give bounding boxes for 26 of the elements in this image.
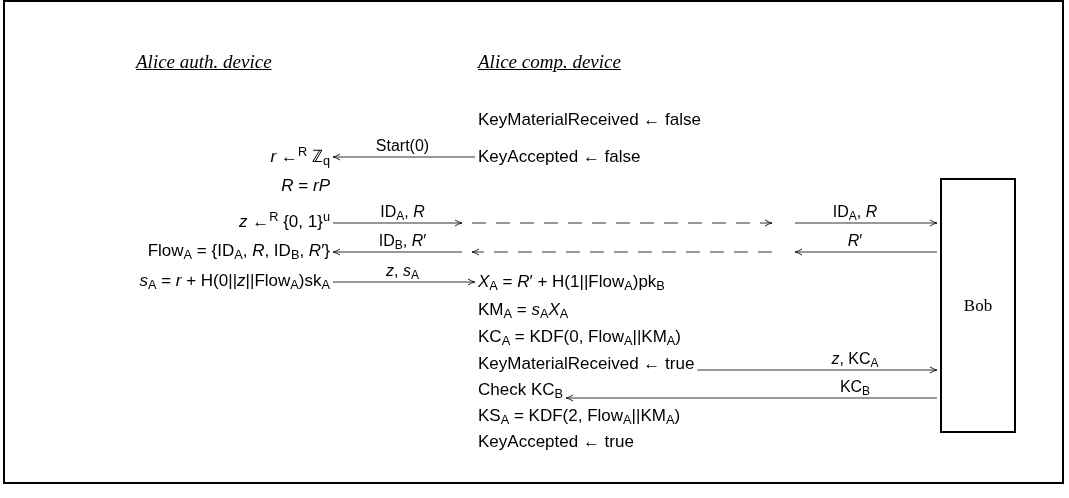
protocol-step: KeyAccepted ← false <box>478 145 641 169</box>
protocol-step: s$_{A}$ = r + H(0||z||Flow$_{A}$)sk$_{A}$ <box>139 269 330 293</box>
protocol-step: KS$_{A}$ = KDF(2, Flow$_{A}$||KM$_{A}$) <box>478 404 681 428</box>
edge-label: ID$_{A}$, R <box>831 202 879 221</box>
participant-name: Bob <box>963 294 993 317</box>
edge-label: Start(0) <box>374 136 431 155</box>
participant-box <box>940 178 1016 433</box>
edge-label: z, KC$_{A}$ <box>830 349 880 368</box>
protocol-step: KeyMaterialReceived ← false <box>478 108 701 132</box>
protocol-step: r ←$^{R}$ ℤ$_{q}$ <box>270 145 330 169</box>
protocol-step: KC$_{A}$ = KDF(0, Flow$_{A}$||KM$_{A}$) <box>478 325 682 349</box>
column-heading: Alice auth. device <box>136 50 272 74</box>
protocol-step: Check KC$_{B}$ <box>478 378 564 402</box>
protocol-step: Flow$_{A}$ = {ID$_{A}$, R, ID$_{B}$, R′} <box>147 239 330 263</box>
column-heading: Alice comp. device <box>478 50 621 74</box>
edge-label: R′ <box>846 231 864 250</box>
protocol-step: KM$_{A}$ = s$_{A}$X$_{A}$ <box>478 298 569 322</box>
protocol-step: z ←$^{R}$ {0, 1}$^{u}$ <box>239 210 330 234</box>
protocol-step: R = rP <box>281 174 330 198</box>
edge-label: z, s$_{A}$ <box>385 261 420 280</box>
protocol-step: KeyAccepted ← true <box>478 430 634 454</box>
edge-label: KC$_{B}$ <box>838 377 872 396</box>
edge-label: ID$_{B}$, R′ <box>377 231 428 250</box>
protocol-step: X$_{A}$ = R′ + H(1||Flow$_{A}$)pk$_{B}$ <box>478 270 665 294</box>
protocol-step: KeyMaterialReceived ← true <box>478 352 695 376</box>
edge-label: ID$_{A}$, R <box>379 202 426 221</box>
